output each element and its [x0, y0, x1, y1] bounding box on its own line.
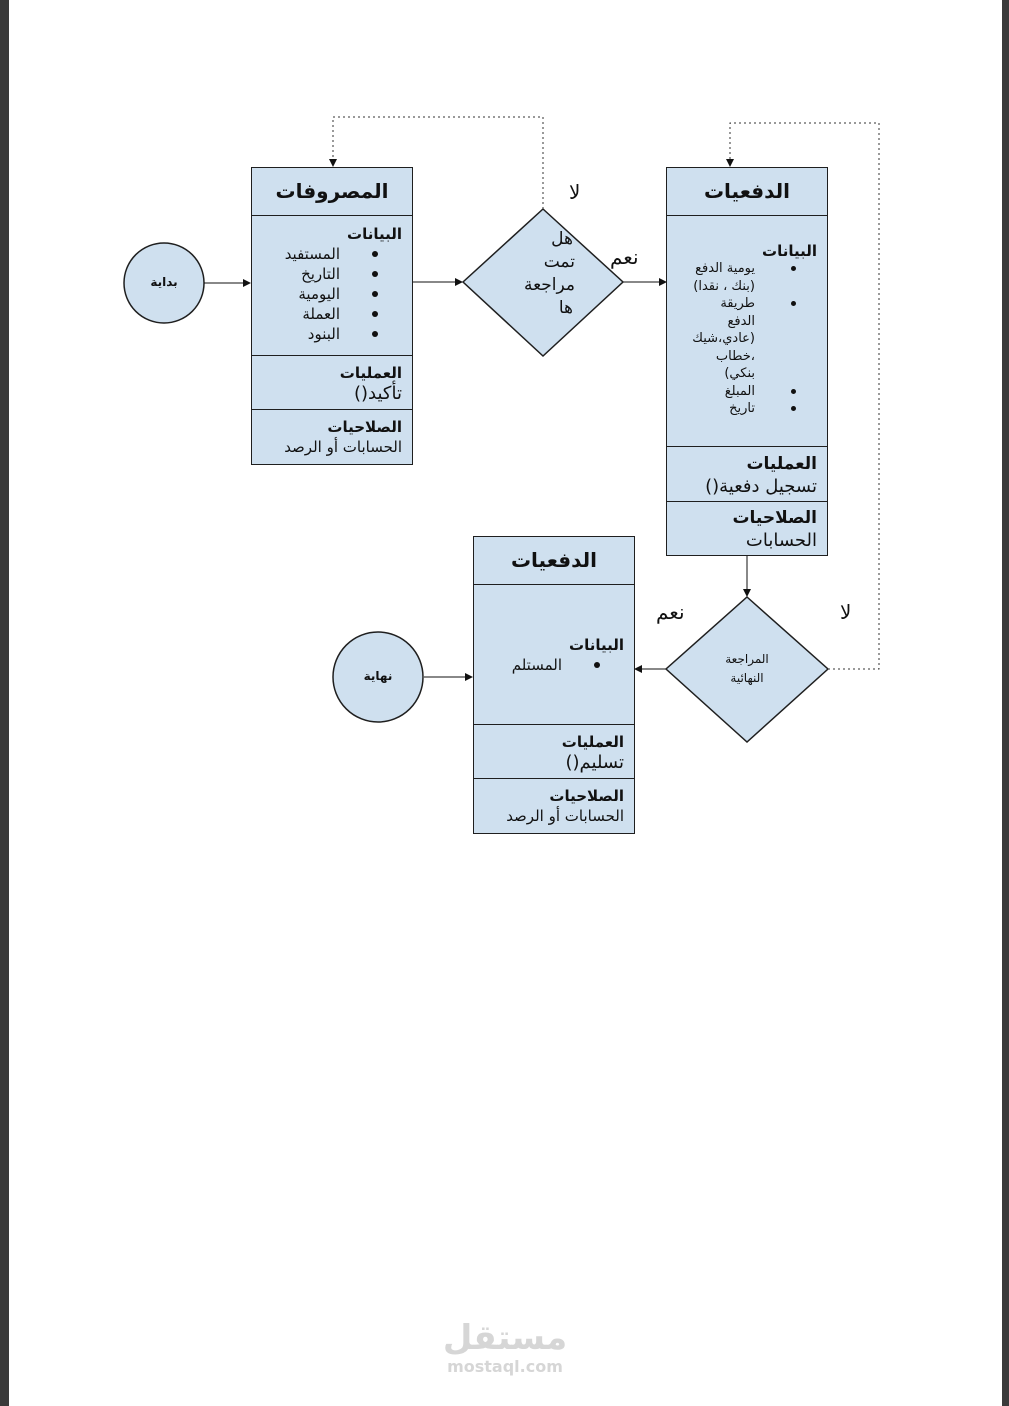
list-item: اليومية: [262, 284, 378, 304]
list-item: المبلغ: [677, 383, 796, 401]
payments-title: الدفعيات: [703, 179, 791, 203]
delivery-perm-value: الحسابات أو الرصد: [506, 807, 624, 825]
expenses-box: المصروفات البيانات المستفيد التاريخ اليو…: [251, 167, 413, 465]
watermark-domain: mostaql.com: [447, 1357, 563, 1376]
review-no-label: لا: [569, 180, 581, 204]
final-yes-label: نعم: [656, 600, 685, 624]
delivery-ops-value: تسليم(): [565, 752, 624, 773]
final-no-label: لا: [840, 600, 852, 624]
delivery-title: الدفعيات: [510, 548, 598, 572]
expenses-data-heading: البيانات: [347, 225, 402, 243]
final-decision-diamond: [664, 595, 830, 744]
delivery-data-list: المستلم: [484, 655, 600, 675]
list-item: تاريخ: [677, 400, 796, 418]
left-border: [0, 0, 9, 1406]
delivery-ops-heading: العمليات: [561, 733, 624, 751]
payments-perm-value: الحسابات: [745, 530, 817, 551]
payments-data-heading: البيانات: [762, 242, 817, 260]
review-decision-text: هل تمت مراجعة ها: [523, 229, 575, 318]
list-item: المستفيد: [262, 244, 378, 264]
watermark-logo: مستقل: [442, 1318, 568, 1358]
payments-ops-heading: العمليات: [746, 454, 817, 474]
delivery-perm-heading: الصلاحيات: [549, 787, 624, 805]
delivery-data-heading: البيانات: [569, 636, 624, 654]
list-item: التاريخ: [262, 264, 378, 284]
expenses-ops-heading: العمليات: [339, 364, 402, 382]
expenses-title: المصروفات: [275, 179, 389, 203]
loop-review-no: [329, 116, 544, 209]
end-label: نهاية: [363, 669, 393, 683]
payments-perm-heading: الصلاحيات: [732, 508, 817, 528]
final-decision-text: المراجعة النهائية: [725, 652, 769, 685]
list-item: يومية الدفع(بنك ، نقدا): [677, 260, 796, 295]
right-border: [1002, 0, 1009, 1406]
end-circle: [332, 631, 424, 723]
payments-box: الدفعيات البيانات يومية الدفع(بنك ، نقدا…: [666, 167, 828, 556]
list-item: العملة: [262, 304, 378, 324]
review-decision-diamond: [461, 207, 625, 358]
expenses-perm-heading: الصلاحيات: [327, 418, 402, 436]
delivery-box: الدفعيات البيانات المستلم العمليات تسليم…: [473, 536, 635, 834]
list-item: المستلم: [484, 655, 600, 675]
expenses-data-list: المستفيد التاريخ اليومية العملة البنود: [262, 244, 378, 344]
list-item: البنود: [262, 324, 378, 344]
expenses-ops-value: تأكيد(): [354, 383, 402, 404]
start-label: بداية: [150, 275, 178, 289]
payments-ops-value: تسجيل دفعية(): [705, 476, 817, 497]
expenses-perm-value: الحسابات أو الرصد: [284, 438, 402, 456]
loop-final-no: [726, 122, 880, 670]
review-yes-label: نعم: [610, 245, 639, 269]
